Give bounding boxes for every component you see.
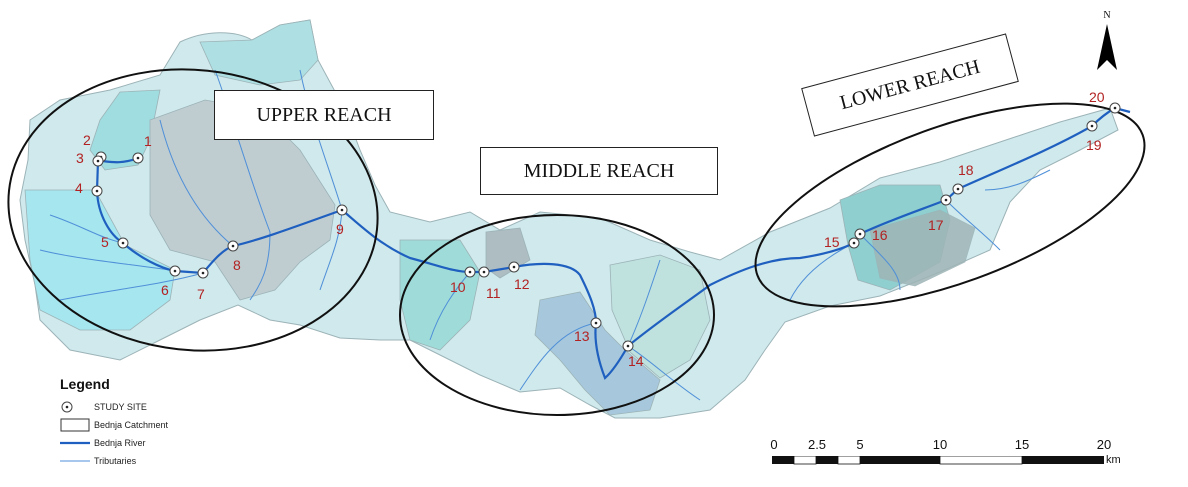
study-site-label: 16	[872, 227, 888, 243]
scale-tick-2-5: 2.5	[807, 437, 827, 452]
study-site-dot	[136, 156, 140, 160]
study-site-16: 16	[854, 227, 888, 243]
study-site-8: 8	[227, 240, 241, 273]
study-site-dot	[858, 232, 862, 236]
legend-row-river: Bednja River	[60, 434, 240, 452]
legend-row-catchment: Bednja Catchment	[60, 416, 240, 434]
study-site-label: 17	[928, 217, 944, 233]
legend-river-label: Bednja River	[94, 438, 146, 448]
study-site-6: 6	[161, 265, 181, 298]
upper-reach-text: UPPER REACH	[256, 103, 392, 126]
study-site-13: 13	[574, 317, 602, 344]
study-site-4: 4	[75, 180, 103, 197]
study-site-dot	[340, 208, 344, 212]
study-site-14: 14	[622, 340, 644, 369]
scale-tick-20: 20	[1096, 437, 1112, 452]
scale-bar-graphic	[772, 456, 1104, 465]
study-site-label: 3	[76, 150, 84, 166]
study-site-label: 1	[144, 133, 152, 149]
study-site-dot	[626, 344, 630, 348]
upper-reach-outline	[7, 68, 379, 352]
study-site-dot	[468, 270, 472, 274]
study-site-label: 14	[628, 353, 644, 369]
study-site-dot	[201, 271, 205, 275]
study-site-15: 15	[824, 234, 860, 250]
legend-catchment-label: Bednja Catchment	[94, 420, 169, 430]
study-site-12: 12	[508, 261, 530, 292]
middle-reach-outline	[399, 214, 715, 416]
legend-row-study-site: STUDY SITE	[60, 398, 240, 416]
legend-row-tributaries: Tributaries	[60, 452, 240, 470]
middle-reach-label: MIDDLE REACH	[480, 147, 718, 195]
study-site-label: 20	[1089, 89, 1105, 105]
tributary-line-icon	[60, 454, 94, 468]
study-site-5: 5	[101, 234, 129, 250]
study-site-dot	[95, 189, 99, 193]
study-site-19: 19	[1086, 120, 1102, 153]
study-site-label: 8	[233, 257, 241, 273]
study-site-dot	[231, 244, 235, 248]
study-site-7: 7	[197, 267, 209, 302]
tributaries	[39, 69, 1051, 401]
subcatchment-north-teal	[199, 19, 319, 86]
middle-reach-text: MIDDLE REACH	[523, 159, 675, 182]
subcatchment-upper-teal	[89, 89, 161, 171]
north-arrow: N	[1094, 10, 1120, 72]
scale-unit: km	[1106, 454, 1121, 466]
study-site-label: 15	[824, 234, 840, 250]
study-site-label: 13	[574, 328, 590, 344]
study-site-dot	[121, 241, 125, 245]
study-site-label: 12	[514, 276, 530, 292]
study-site-label: 4	[75, 180, 83, 196]
study-site-dot	[956, 187, 960, 191]
study-site-dot	[944, 198, 948, 202]
study-site-dot	[594, 321, 598, 325]
study-site-label: 5	[101, 234, 109, 250]
study-site-dot	[1090, 124, 1094, 128]
scale-tick-15: 15	[1014, 437, 1030, 452]
study-site-dot	[852, 241, 856, 245]
legend: Legend STUDY SITE Bednja Catchment Bednj…	[60, 376, 240, 470]
study-site-1: 1	[132, 133, 152, 164]
study-site-11: 11	[478, 266, 501, 301]
study-site-label: 19	[1086, 137, 1102, 153]
study-site-dot	[512, 265, 516, 269]
lower-reach-outline	[754, 102, 1146, 308]
study-site-label: 9	[336, 221, 344, 237]
north-arrow-icon	[1097, 24, 1117, 70]
study-site-dot	[1113, 106, 1117, 110]
study-site-18: 18	[952, 162, 974, 195]
study-site-label: 11	[486, 285, 501, 301]
legend-study-site-label: STUDY SITE	[94, 402, 147, 412]
study-site-20: 20	[1089, 89, 1121, 114]
study-site-3: 3	[76, 150, 104, 167]
scale-tick-5: 5	[856, 437, 864, 452]
study-site-label: 6	[161, 282, 169, 298]
study-site-dot	[96, 159, 100, 163]
subcatchment-lower-grey	[869, 209, 976, 287]
study-site-9: 9	[336, 204, 348, 237]
study-site-dot	[482, 270, 486, 274]
legend-title: Legend	[60, 376, 110, 392]
study-site-icon	[60, 400, 94, 414]
study-site-10: 10	[450, 266, 476, 295]
subcatchment-middle-east	[609, 254, 711, 379]
study-site-17: 17	[928, 194, 952, 233]
scale-bar: 0 2.5 5 10 15 20 km	[766, 437, 1120, 467]
north-label: N	[1103, 10, 1111, 21]
scale-tick-0: 0	[770, 437, 778, 452]
legend-tributaries-label: Tributaries	[94, 456, 137, 466]
subcatchment-west-cyan	[24, 189, 176, 331]
study-site-label: 10	[450, 279, 466, 295]
scale-tick-10: 10	[932, 437, 948, 452]
upper-reach-label: UPPER REACH	[214, 90, 434, 140]
river-line-icon	[60, 436, 94, 450]
study-site-label: 18	[958, 162, 974, 178]
study-site-label: 2	[83, 132, 91, 148]
study-site-label: 7	[197, 286, 205, 302]
catchment-swatch-icon	[60, 418, 94, 432]
study-site-dot	[173, 269, 177, 273]
